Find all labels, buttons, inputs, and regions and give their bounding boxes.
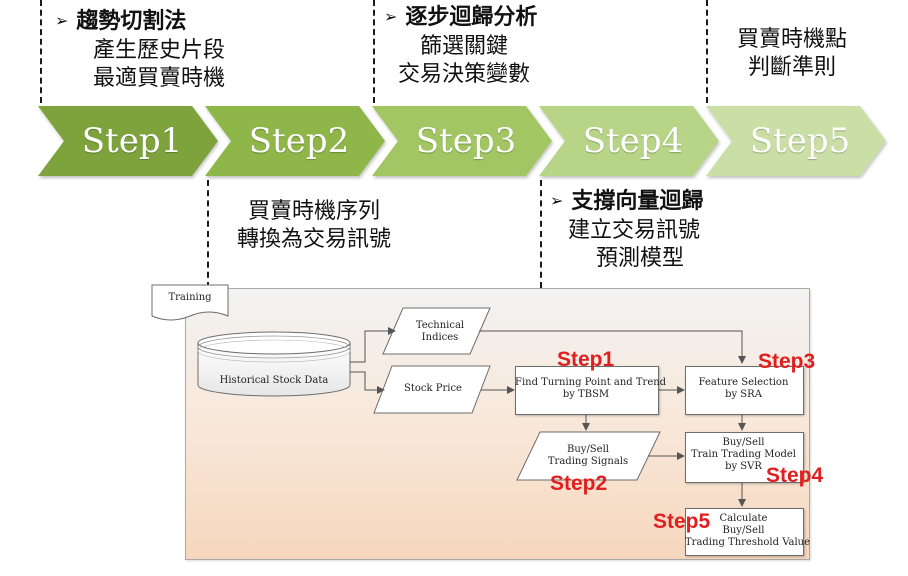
signals-line1: Buy/Sell xyxy=(567,444,609,455)
red-step1-label: Step1 xyxy=(557,348,615,371)
step1-chevron xyxy=(38,106,218,176)
database-icon xyxy=(197,331,351,397)
dashed-divider-top-1 xyxy=(40,0,42,103)
arrow-bullet-icon: ➢ xyxy=(550,191,564,210)
feature-selection-line2: by SRA xyxy=(725,389,762,400)
step2-chevron xyxy=(205,106,385,176)
note-step3-line2: 交易決策變數 xyxy=(398,62,531,87)
red-step3-label: Step3 xyxy=(758,350,816,373)
step3-chevron xyxy=(372,106,552,176)
feature-selection-line1: Feature Selection xyxy=(698,377,789,388)
calculate-line3: Trading Threshold Value xyxy=(685,537,811,548)
note-step1: ➢ 趨勢切割法 產生歷史片段 最適買賣時機 xyxy=(55,8,270,93)
note-step4-title-row: ➢ 支撐向量迴歸 xyxy=(550,188,760,217)
note-step2: 買賣時機序列 轉換為交易訊號 xyxy=(214,198,414,254)
note-step5-line2: 判斷準則 xyxy=(747,55,836,80)
note-step5-line1: 買賣時機點 xyxy=(736,27,847,52)
note-step3: ➢ 逐步迴歸分析 篩選關鍵 交易決策變數 xyxy=(384,4,594,89)
technical-indices-label: Technical Indices xyxy=(395,320,485,344)
note-step2-line1: 買賣時機序列 xyxy=(247,199,380,224)
calculate-line1: Calculate xyxy=(719,513,768,524)
feature-selection-box xyxy=(685,366,804,415)
stock-price-label: Stock Price xyxy=(404,383,462,394)
arrow-bullet-icon: ➢ xyxy=(55,11,69,30)
train-model-box xyxy=(685,432,804,483)
note-step1-title: 趨勢切割法 xyxy=(76,9,187,34)
technical-indices-shape xyxy=(382,307,491,355)
dashed-divider-top-3 xyxy=(706,0,708,103)
train-line1: Buy/Sell xyxy=(722,437,765,448)
note-step1-line2: 最適買賣時機 xyxy=(93,66,226,91)
train-line3: by SVR xyxy=(725,461,762,472)
step4-chevron xyxy=(539,106,719,176)
turning-point-line1: Find Turning Point and Trend xyxy=(515,377,667,388)
dashed-divider-bottom-1 xyxy=(207,180,209,288)
step2-label: Step2 xyxy=(248,121,350,161)
step5-chevron xyxy=(706,106,886,176)
trading-signals-shape xyxy=(516,431,661,481)
turning-point-box xyxy=(515,366,659,415)
note-step3-title: 逐步迴歸分析 xyxy=(405,5,538,30)
signals-line2: Trading Signals xyxy=(547,456,629,467)
dashed-divider-bottom-2 xyxy=(540,180,542,288)
note-step4: ➢ 支撐向量迴歸 建立交易訊號 預測模型 xyxy=(550,188,760,273)
trading-signals-label: Buy/Sell Trading Signals xyxy=(528,444,648,468)
step-chevrons xyxy=(38,106,886,176)
note-step4-title: 支撐向量迴歸 xyxy=(571,189,704,214)
stock-price-shape xyxy=(373,365,491,414)
flowchart-connectors xyxy=(350,327,746,507)
note-step4-line2: 預測模型 xyxy=(596,246,685,271)
historical-stock-data-label: Historical Stock Data xyxy=(219,375,329,386)
red-step5-label: Step5 xyxy=(653,510,711,533)
training-document-shape xyxy=(151,284,229,321)
arrow-bullet-icon: ➢ xyxy=(384,7,398,26)
step4-label: Step4 xyxy=(582,121,684,161)
note-step2-line2: 轉換為交易訊號 xyxy=(236,227,391,252)
red-step2-label: Step2 xyxy=(550,472,608,495)
note-step1-title-row: ➢ 趨勢切割法 xyxy=(55,8,270,37)
dashed-divider-top-2 xyxy=(373,0,375,103)
step5-label: Step5 xyxy=(749,121,851,161)
training-label: Training xyxy=(168,292,212,303)
feature-selection-label: Feature Selection by SRA xyxy=(685,377,802,401)
train-line2: Train Trading Model xyxy=(690,449,797,460)
turning-point-line2: by TBSM xyxy=(562,389,610,400)
note-step5: 買賣時機點 判斷準則 xyxy=(712,26,872,82)
technical-line1: Technical xyxy=(415,320,465,331)
note-step3-line1: 篩選關鍵 xyxy=(420,34,509,59)
calculate-line2: Buy/Sell xyxy=(722,525,765,536)
red-step4-label: Step4 xyxy=(766,464,824,487)
turning-point-label: Find Turning Point and Trend by TBSM xyxy=(515,377,667,401)
note-step4-line1: 建立交易訊號 xyxy=(568,218,701,243)
calculate-label: Calculate Buy/Sell Trading Threshold Val… xyxy=(685,513,811,549)
step3-label: Step3 xyxy=(415,121,517,161)
technical-line2: Indices xyxy=(421,332,459,343)
train-model-label: Buy/Sell Train Trading Model by SVR xyxy=(685,437,802,473)
note-step3-title-row: ➢ 逐步迴歸分析 xyxy=(384,4,594,33)
step1-label: Step1 xyxy=(81,121,183,161)
note-step1-line1: 產生歷史片段 xyxy=(93,38,226,63)
calculate-box xyxy=(685,508,804,556)
